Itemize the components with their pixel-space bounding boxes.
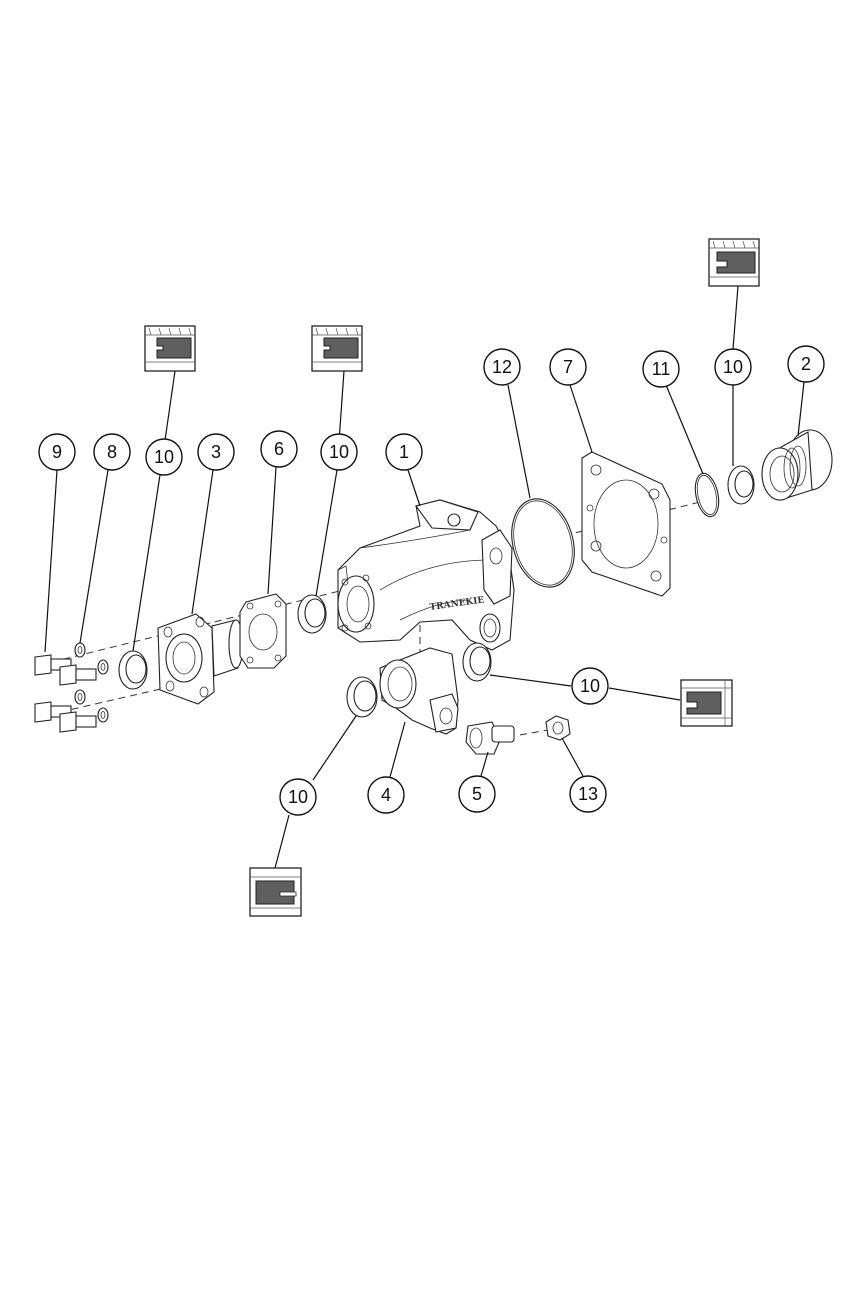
callout-10-lower-right-label: 10 [580,676,600,696]
o-ring-part-12 [511,498,575,588]
callout-8: 8 [93,433,131,471]
callout-7-label: 7 [563,357,573,377]
callout-5: 5 [458,775,496,813]
callout-6: 6 [260,430,298,468]
callout-3-label: 3 [211,442,221,462]
end-cap-part-2 [761,429,833,501]
callout-10-left: 10 [145,438,183,476]
gasket-part-6 [239,593,287,669]
gasket-plate-part-7 [581,451,671,597]
callout-13-label: 13 [578,784,598,804]
callout-1: 1 [385,433,423,471]
seal-section-inset-5 [249,867,302,917]
callout-10-middle: 10 [320,433,358,471]
callout-1-label: 1 [399,442,409,462]
callout-10-lower-right: 10 [571,667,609,705]
callout-10-middle-label: 10 [329,442,349,462]
callout-9-label: 9 [52,442,62,462]
seal-ring-middle [297,594,327,634]
callout-10-right-label: 10 [723,357,743,377]
washer-part-8 [74,642,109,723]
seal-section-inset-4 [680,679,733,727]
callout-10-left-label: 10 [154,447,174,467]
callout-13: 13 [569,775,607,813]
callout-10-lower-left: 10 [279,778,317,816]
elbow-fitting-part-5 [465,721,515,755]
housing-part-1: TRANEKIE [337,499,515,651]
callout-12: 12 [483,348,521,386]
callout-2-label: 2 [801,354,811,374]
callout-12-label: 12 [492,357,512,377]
callout-10-right: 10 [714,348,752,386]
leader-lines [44,285,805,869]
callout-2: 2 [787,345,825,383]
seal-section-inset-2 [311,325,363,372]
seal-ring-left [118,650,148,690]
callout-3: 3 [197,433,235,471]
callout-5-label: 5 [472,784,482,804]
seal-ring-right [727,465,755,505]
snap-ring-part-11 [694,472,720,518]
flange-part-3 [157,613,244,705]
callout-4: 4 [367,776,405,814]
seal-ring-lower-right [462,642,492,682]
callout-9: 9 [38,433,76,471]
callout-10-lower-left-label: 10 [288,787,308,807]
callout-11: 11 [642,350,680,388]
callout-4-label: 4 [381,785,391,805]
callout-11-label: 11 [652,359,671,379]
seal-section-inset-3 [708,238,760,287]
bolt-part-9 [34,654,97,733]
nut-part-13 [545,715,571,741]
port-block-part-4 [379,647,459,735]
seal-ring-lower-left [346,676,378,718]
seal-section-inset-1 [144,325,196,372]
callout-8-label: 8 [107,442,117,462]
callout-6-label: 6 [274,439,284,459]
callout-7: 7 [549,348,587,386]
